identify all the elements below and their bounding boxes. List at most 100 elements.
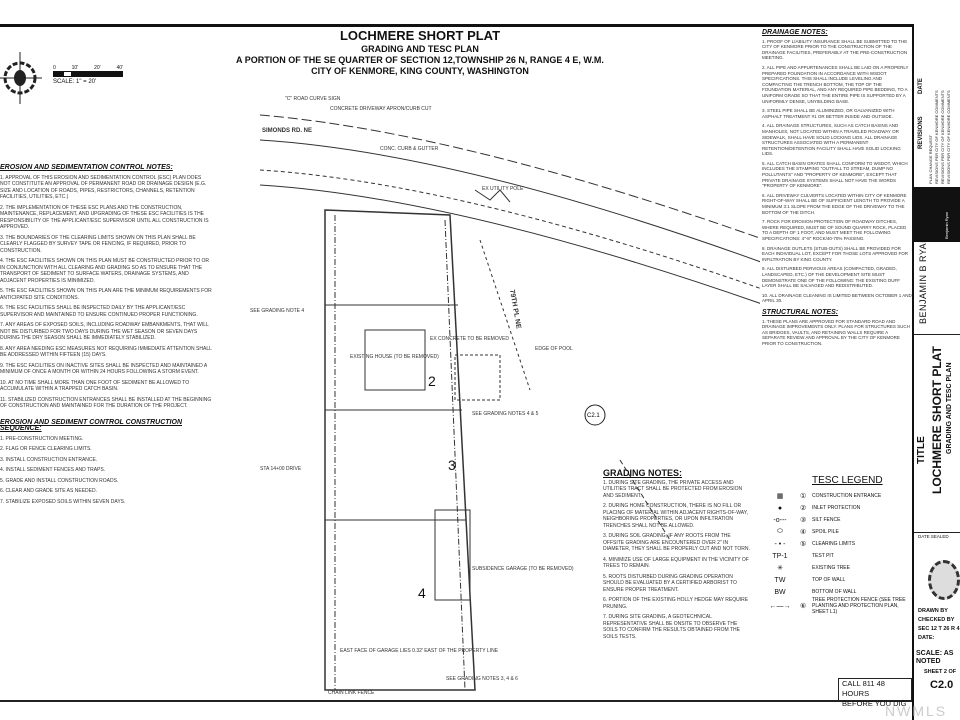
sheet-number: C2.0 xyxy=(930,679,954,691)
title-label: TITLE xyxy=(916,436,927,464)
legend-label: BOTTOM OF WALL xyxy=(812,589,857,595)
engineer-seal-icon xyxy=(928,560,960,600)
note-item: 6. CLEAR AND GRADE SITE AS NEEDED. xyxy=(0,488,97,494)
note-item: 5. ROOTS DISTURBED DURING GRADING OPERAT… xyxy=(603,573,737,593)
plan-label: "C" ROAD CURVE SIGN xyxy=(285,96,341,102)
note-item: 3. DURING SOIL GRADING, IF ANY ROOTS FRO… xyxy=(603,533,750,552)
note-item: 3. STEEL PIPE SHALL BE ALUMINIZED, OR GA… xyxy=(762,108,895,119)
legend-label: SILT FENCE xyxy=(812,517,841,523)
legend-label: INLET PROTECTION xyxy=(812,505,861,511)
drawn-by: DRAWN BY xyxy=(918,608,948,614)
sequence-title: EROSION AND SEDIMENT CONTROL CONSTRUCTIO… xyxy=(0,418,183,433)
drainage-notes: DRAINAGE NOTES: 1. PROOF OF LIABILITY IN… xyxy=(762,29,912,351)
note-item: 6. THE ESC FACILITIES SHALL BE INSPECTED… xyxy=(0,305,198,318)
road-label: SIMONDS RD. NE xyxy=(262,128,312,134)
existing-house xyxy=(364,329,426,391)
legend-code: ① xyxy=(800,493,807,500)
lot-number: 2 xyxy=(428,373,436,389)
parcel-boundary xyxy=(324,209,476,691)
note-item: 5. ALL CATCH BASIN GRATES SHALL CONFORM … xyxy=(762,160,908,189)
legend-label: CONSTRUCTION ENTRANCE xyxy=(812,493,882,499)
call-811-line: CALL 811 48 HOURS xyxy=(842,679,885,698)
tree-protection-fence xyxy=(474,189,511,203)
note-item: 7. ANY AREAS OF EXPOSED SOILS, INCLUDING… xyxy=(0,322,209,341)
note-item: 7. STABILIZE EXPOSED SOILS WITHIN SEVEN … xyxy=(0,498,126,505)
firm-block-text: Benjamin Ryan xyxy=(944,211,949,239)
note-item: 6. ALL DRIVEWAY CULVERTS LOCATED WITHIN … xyxy=(762,192,907,215)
note-item: 3. THE BOUNDARIES OF THE CLEARING LIMITS… xyxy=(0,234,196,254)
structural-notes-title: STRUCTURAL NOTES: xyxy=(762,308,839,316)
detail-callout-label: C2.1 xyxy=(587,413,600,419)
note-item: 8. DRAINAGE OUTLETS (STUB-OUTS) SHALL BE… xyxy=(762,245,908,262)
north-arrow-icon xyxy=(0,52,42,104)
revision-entry: REVISIONS PER CITY OF KENMORE COMMENTS xyxy=(940,90,945,184)
note-item: 8. ANY AREA NEEDING ESC MEASURES NOT REQ… xyxy=(0,345,212,359)
plan-subtitle: GRADING AND TESC PLAN xyxy=(361,44,479,54)
note-item: 7. DURING SITE GRADING, A GEOTECHNICAL R… xyxy=(603,614,740,640)
detail-callout xyxy=(584,404,606,426)
plan-label: SEE GRADING NOTES 4 & 5 xyxy=(472,411,539,417)
road-centerline xyxy=(259,114,760,239)
construction-entrance-icon: ▦ xyxy=(776,493,784,500)
sheet-subtitle: GRADING AND TESC PLAN xyxy=(946,362,953,454)
plan-label: CHAIN LINK FENCE xyxy=(328,690,375,696)
scale-tick: 20' xyxy=(94,65,101,71)
lot-number: 4 xyxy=(418,585,426,601)
scale-tick: 40' xyxy=(116,65,123,71)
silt-fence-icon: -o--- xyxy=(773,516,787,524)
note-item: 10. AT NO TIME SHALL MORE THAN ONE FOOT … xyxy=(0,379,190,393)
plan-label: EX UTILITY POLE xyxy=(482,186,524,192)
road-edge xyxy=(259,139,760,263)
note-item: 1. PRE-CONSTRUCTION MEETING. xyxy=(0,435,84,442)
plan-label: CONC. CURB & GUTTER xyxy=(380,146,439,152)
spoil-pile-icon: ⬭ xyxy=(777,528,783,535)
right-of-way xyxy=(259,184,760,304)
top-of-wall-icon: TW xyxy=(774,576,786,584)
legend-row: ✳EXISTING TREE xyxy=(760,562,910,574)
note-item: 1. APPROVAL OF THIS EROSION AND SEDIMENT… xyxy=(0,174,207,201)
note-item: 2. DURING HOME CONSTRUCTION, THERE IS NO… xyxy=(603,503,748,529)
call-811-line: BEFORE YOU DIG xyxy=(842,699,907,708)
scale-label: SCALE: 1" = 20' xyxy=(53,79,97,85)
note-item: 1. DURING SITE GRADING, THE PRIVATE ACCE… xyxy=(603,479,743,499)
scale-tick: 10' xyxy=(71,65,79,71)
note-item: 11. STABILIZED CONSTRUCTION ENTRANCES SH… xyxy=(0,396,212,410)
legend-row: ▦ ① CONSTRUCTION ENTRANCE xyxy=(760,490,910,502)
clearing-limits-icon: - • - xyxy=(774,540,786,548)
plan-label: SUBSIDENCE GARAGE (TO BE REMOVED) xyxy=(472,566,574,572)
sheet-title: LOCHMERE SHORT PLAT xyxy=(930,346,944,494)
plan-section: A PORTION OF THE SE QUARTER OF SECTION 1… xyxy=(236,55,604,65)
erosion-notes: EROSION AND SEDIMENTATION CONTROL NOTES:… xyxy=(0,164,212,509)
call-811-box: CALL 811 48 HOURS BEFORE YOU DIG xyxy=(838,678,912,708)
note-item: 4. INSTALL SEDIMENT FENCES AND TRAPS. xyxy=(0,467,106,473)
road-label: 79TH PL NE xyxy=(508,289,522,329)
revision-entry: REVISIONS PER CITY OF KENMORE COMMENTS xyxy=(946,90,951,184)
sheet-border-top xyxy=(0,24,912,27)
revisions-header: REVISIONS xyxy=(918,116,924,149)
curb-line xyxy=(259,169,760,289)
section-township-range: SEC 12 T 26 R 4 xyxy=(918,626,960,632)
garage xyxy=(434,509,471,601)
plan-label: STA 14+00 DRIVE xyxy=(260,466,302,472)
note-item: 2. FLAG OR FENCE CLEARING LIMITS. xyxy=(0,446,92,452)
note-item: 6. PORTION OF THE EXISTING HOLLY HEDGE M… xyxy=(603,597,749,610)
lot-number: 3 xyxy=(448,457,456,473)
firm-logo: BENJAMIN B RYAN xyxy=(918,235,928,324)
note-item: 2. THE IMPLEMENTATION OF THESE ESC PLANS… xyxy=(0,204,209,231)
bottom-of-wall-icon: BW xyxy=(774,588,786,596)
watermark: NWMLS xyxy=(885,703,948,719)
tree-protection-fence-icon: ←—→ xyxy=(769,602,791,610)
legend-row: BW BOTTOM OF WALL xyxy=(760,586,910,598)
pool xyxy=(454,354,501,401)
date-field: DATE: xyxy=(918,635,935,641)
note-item: 10. ALL DRAINAGE CLEANING IS LIMITED BET… xyxy=(762,292,912,304)
legend-label: TOP OF WALL xyxy=(812,577,846,583)
note-item: 5. THE ESC FACILITIES SHOWN ON THIS PLAN… xyxy=(0,288,212,301)
